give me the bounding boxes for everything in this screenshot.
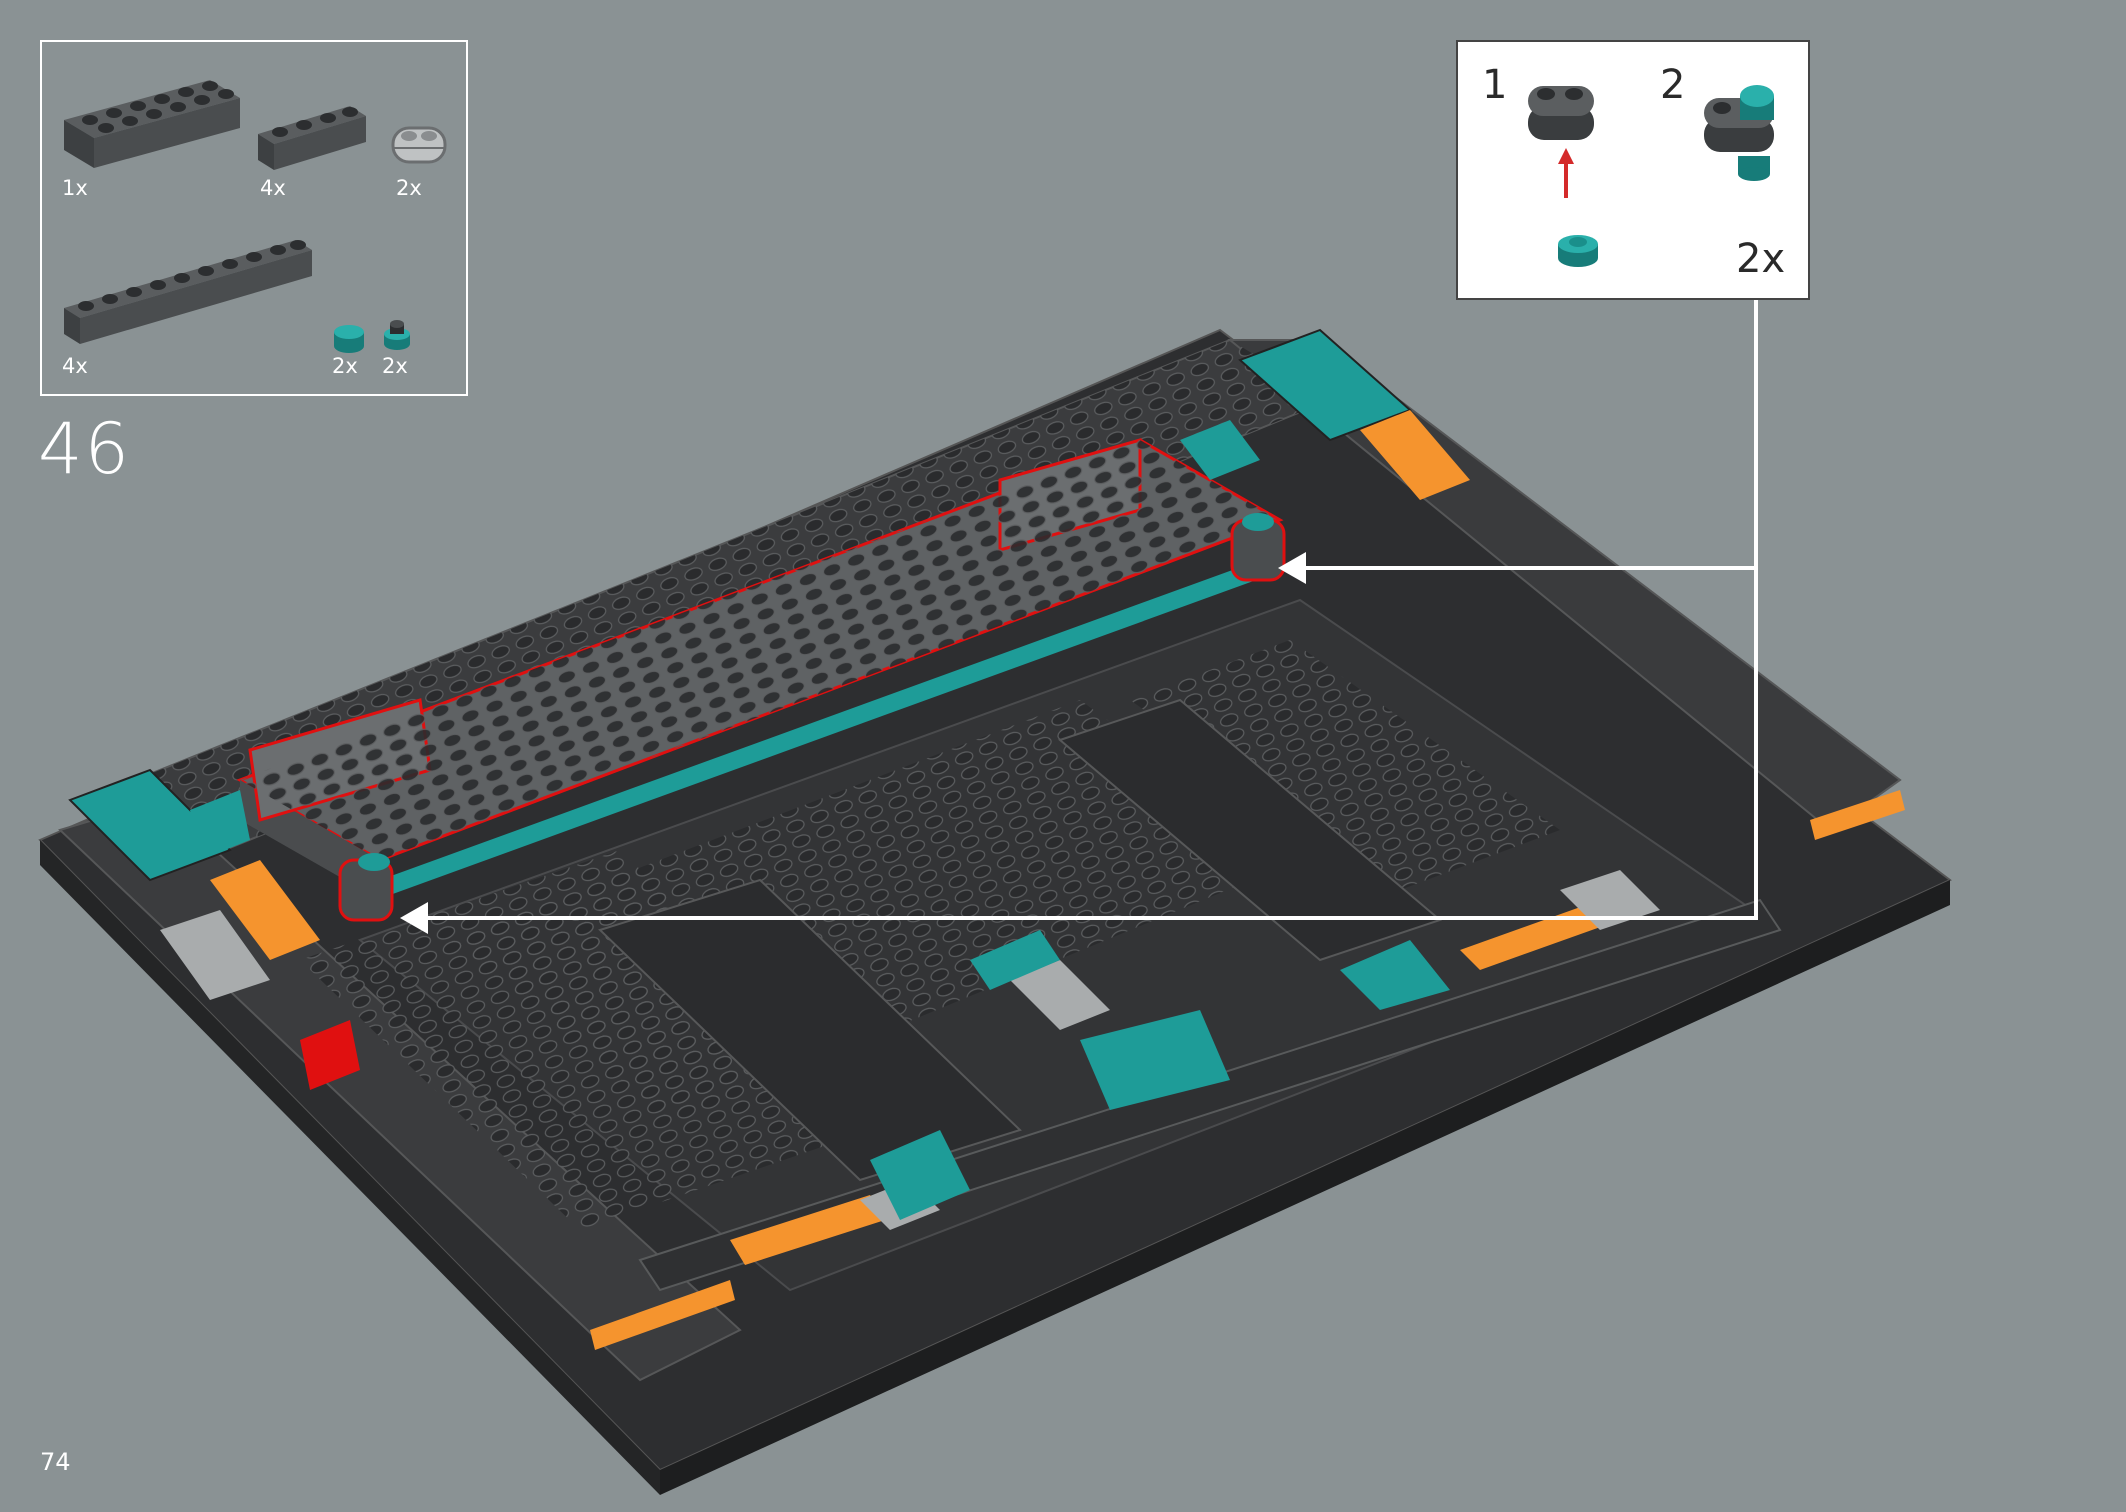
parts-list-box: 1x 4x 2x 4x 2x	[40, 40, 468, 396]
qty-round-plate-teal: 2x	[332, 354, 358, 378]
page-number: 74	[40, 1448, 71, 1476]
substep-1-assembly-icon	[1528, 86, 1594, 198]
round-plate-teal-icon	[334, 325, 364, 353]
red-tile	[300, 1020, 360, 1090]
callout-pointer-lines	[412, 300, 1758, 920]
teal-corner-left	[68, 768, 232, 882]
round-plate-insert-icon	[1558, 235, 1598, 267]
round-plate-right-end	[1230, 513, 1286, 582]
qty-round-stud-teal: 2x	[382, 354, 408, 378]
brick-1x4-icon	[258, 106, 366, 170]
qty-brick-2x6: 1x	[62, 176, 88, 200]
round-plate-left-end	[338, 853, 394, 922]
callout-multiplier: 2x	[1736, 236, 1786, 282]
substep-2-assembly-icon	[1704, 85, 1774, 181]
qty-brick-1x10: 4x	[62, 354, 88, 378]
qty-brick-1x4: 4x	[260, 176, 286, 200]
rounded-plate-icon	[391, 126, 447, 164]
substep-1-label: 1	[1482, 62, 1508, 108]
brick-1x10-icon	[64, 240, 312, 344]
qty-rounded-plate: 2x	[396, 176, 422, 200]
round-stud-teal-icon	[384, 320, 410, 350]
step-number: 46	[38, 408, 132, 490]
subassembly-callout: 1 2 2x	[1456, 40, 1810, 300]
substep-2-label: 2	[1660, 62, 1686, 108]
brick-2x6-icon	[64, 80, 240, 168]
orange-accent	[210, 860, 320, 960]
